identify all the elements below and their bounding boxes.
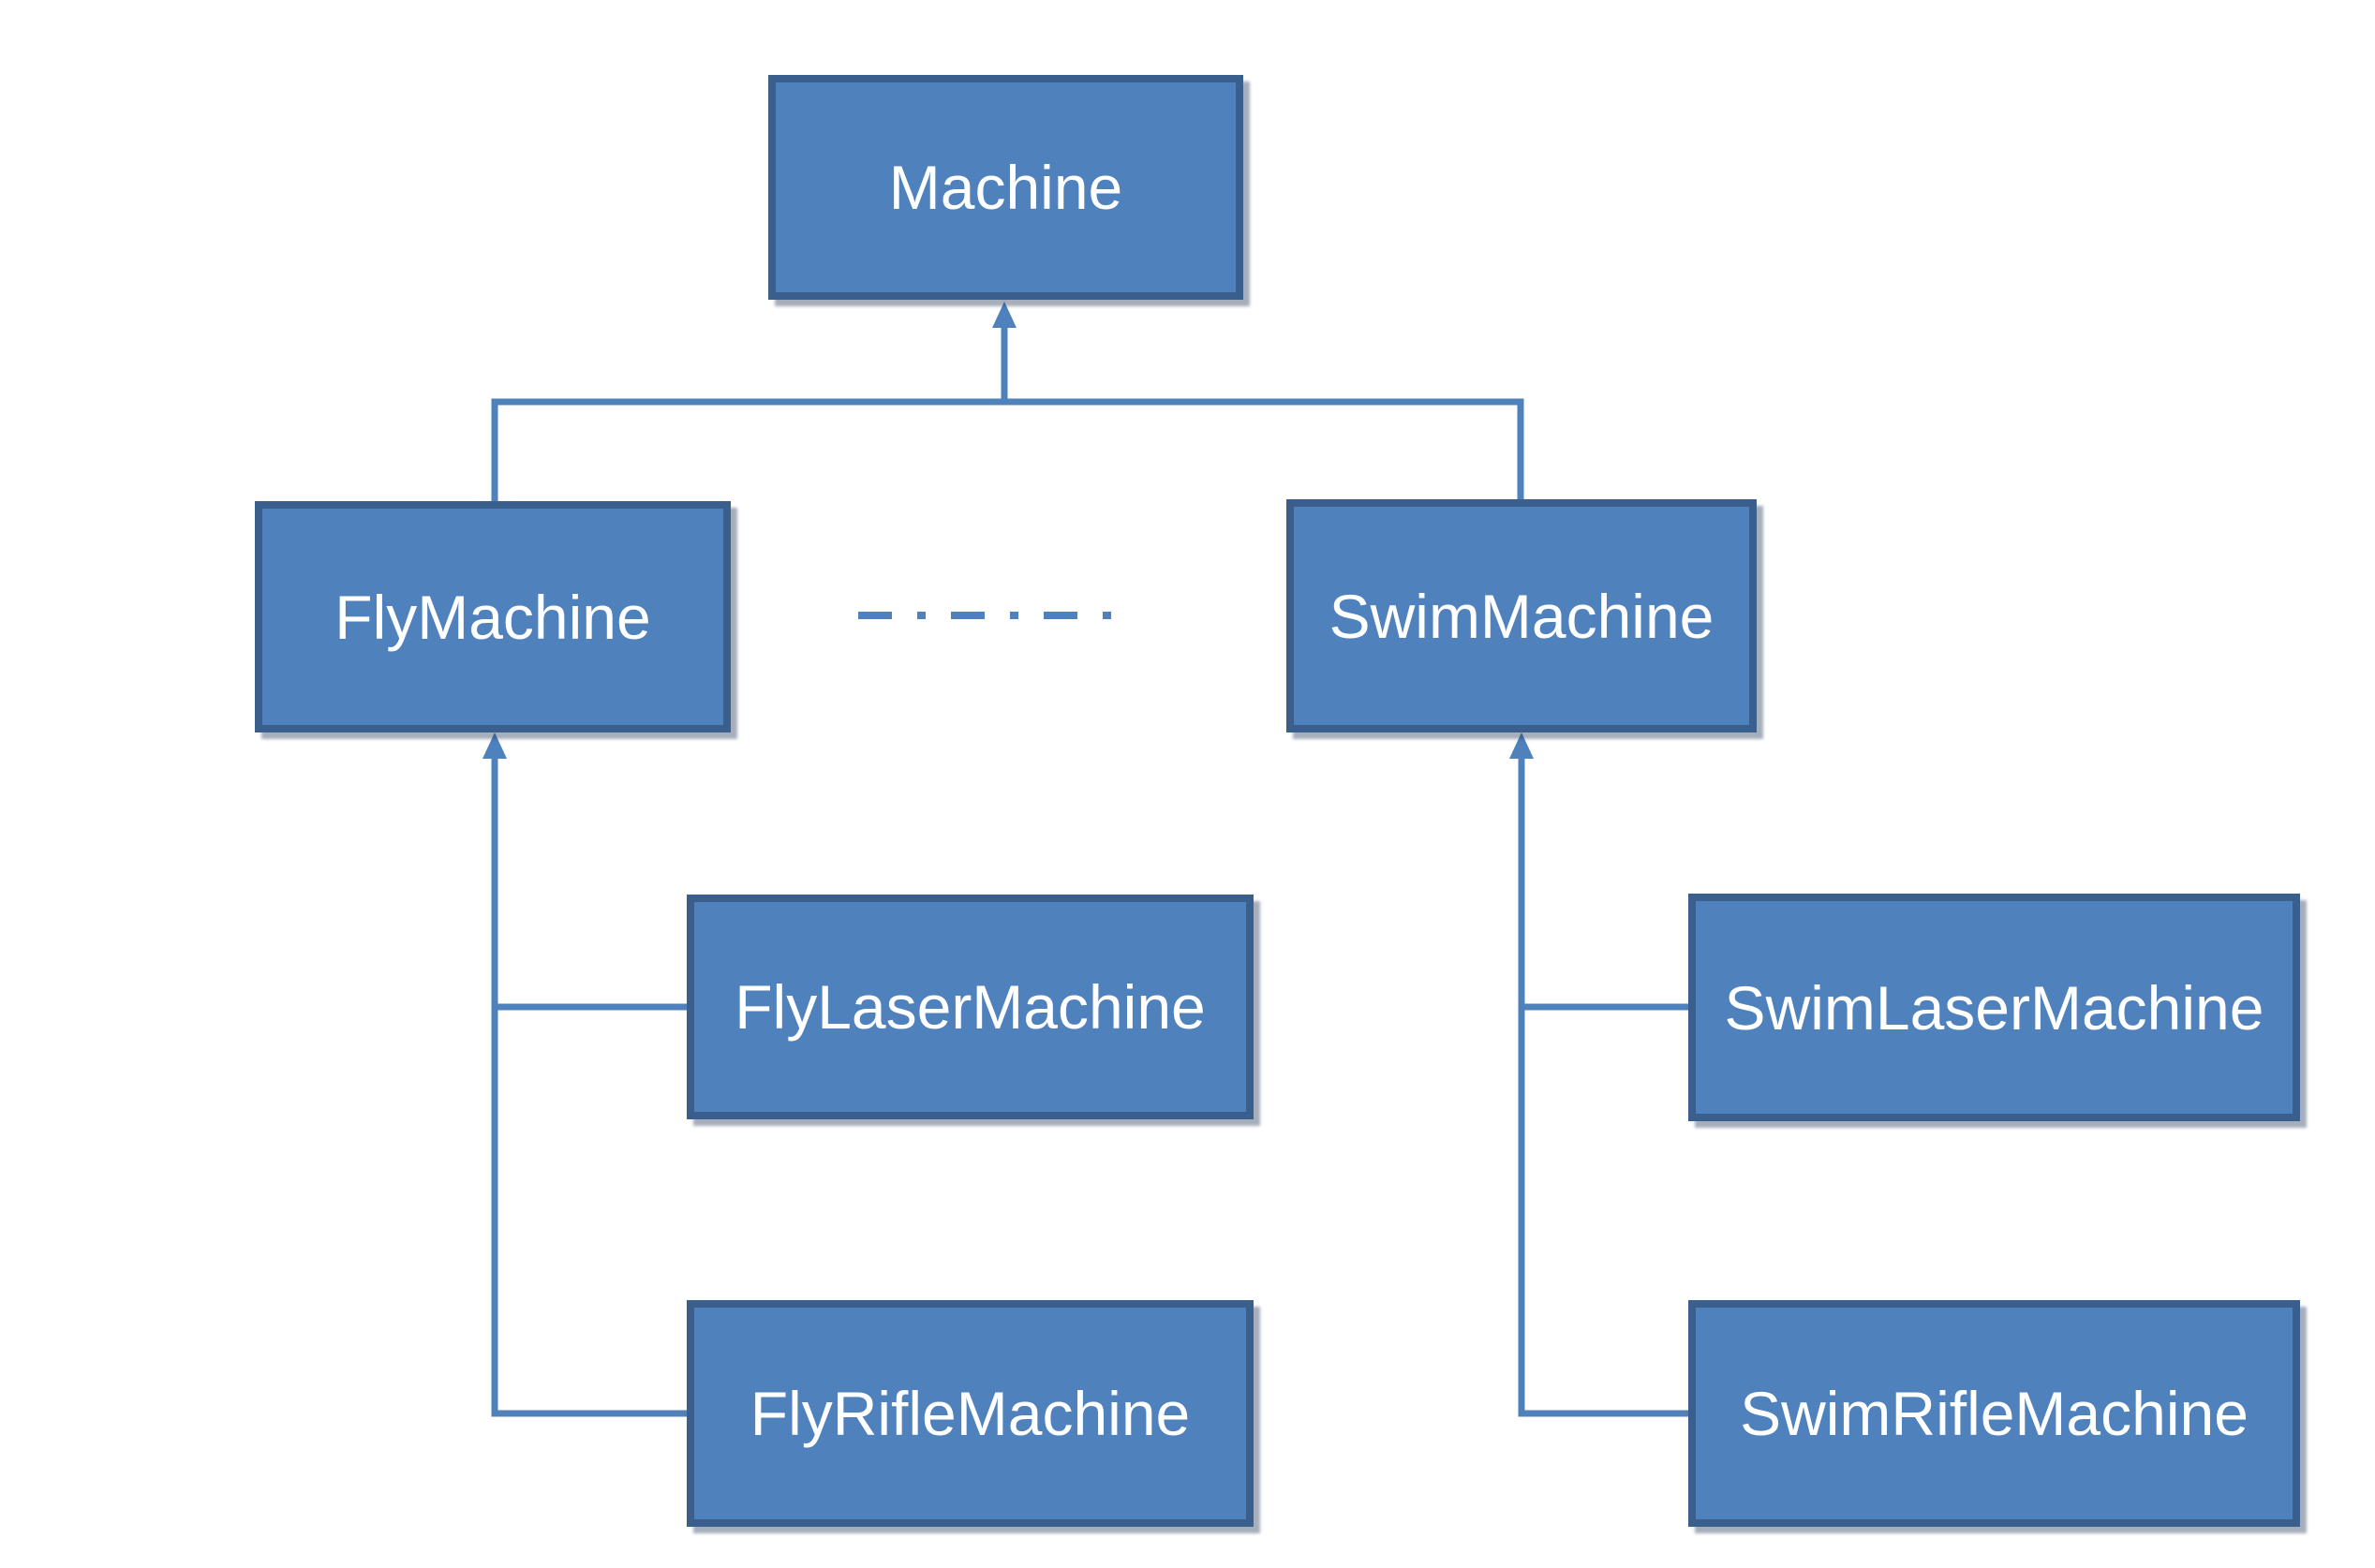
arrowhead-to-swim-machine-icon [1509, 732, 1534, 759]
arrowhead-to-fly-machine-icon [482, 732, 507, 759]
node-swim-machine-label: SwimMachine [1329, 581, 1714, 651]
arrowhead-to-machine-icon [992, 302, 1017, 328]
node-fly-machine: FlyMachine [255, 501, 731, 732]
connector-swim-rail [1518, 753, 1688, 1417]
node-fly-laser-machine: FlyLaserMachine [687, 895, 1254, 1119]
connector-fly-rail [491, 753, 687, 1417]
connector-top-tree [491, 398, 1524, 501]
node-fly-machine-label: FlyMachine [334, 582, 651, 652]
node-fly-rifle-machine: FlyRifleMachine [687, 1300, 1254, 1527]
node-fly-laser-machine-label: FlyLaserMachine [735, 972, 1206, 1042]
node-swim-rifle-machine-label: SwimRifleMachine [1740, 1379, 2249, 1448]
node-swim-laser-machine: SwimLaserMachine [1688, 894, 2300, 1121]
node-machine: Machine [768, 75, 1243, 300]
node-fly-rifle-machine-label: FlyRifleMachine [750, 1379, 1191, 1448]
node-swim-laser-machine-label: SwimLaserMachine [1724, 972, 2264, 1043]
node-swim-machine: SwimMachine [1286, 499, 1757, 732]
node-machine-label: Machine [888, 153, 1123, 222]
node-swim-rifle-machine: SwimRifleMachine [1688, 1300, 2300, 1527]
